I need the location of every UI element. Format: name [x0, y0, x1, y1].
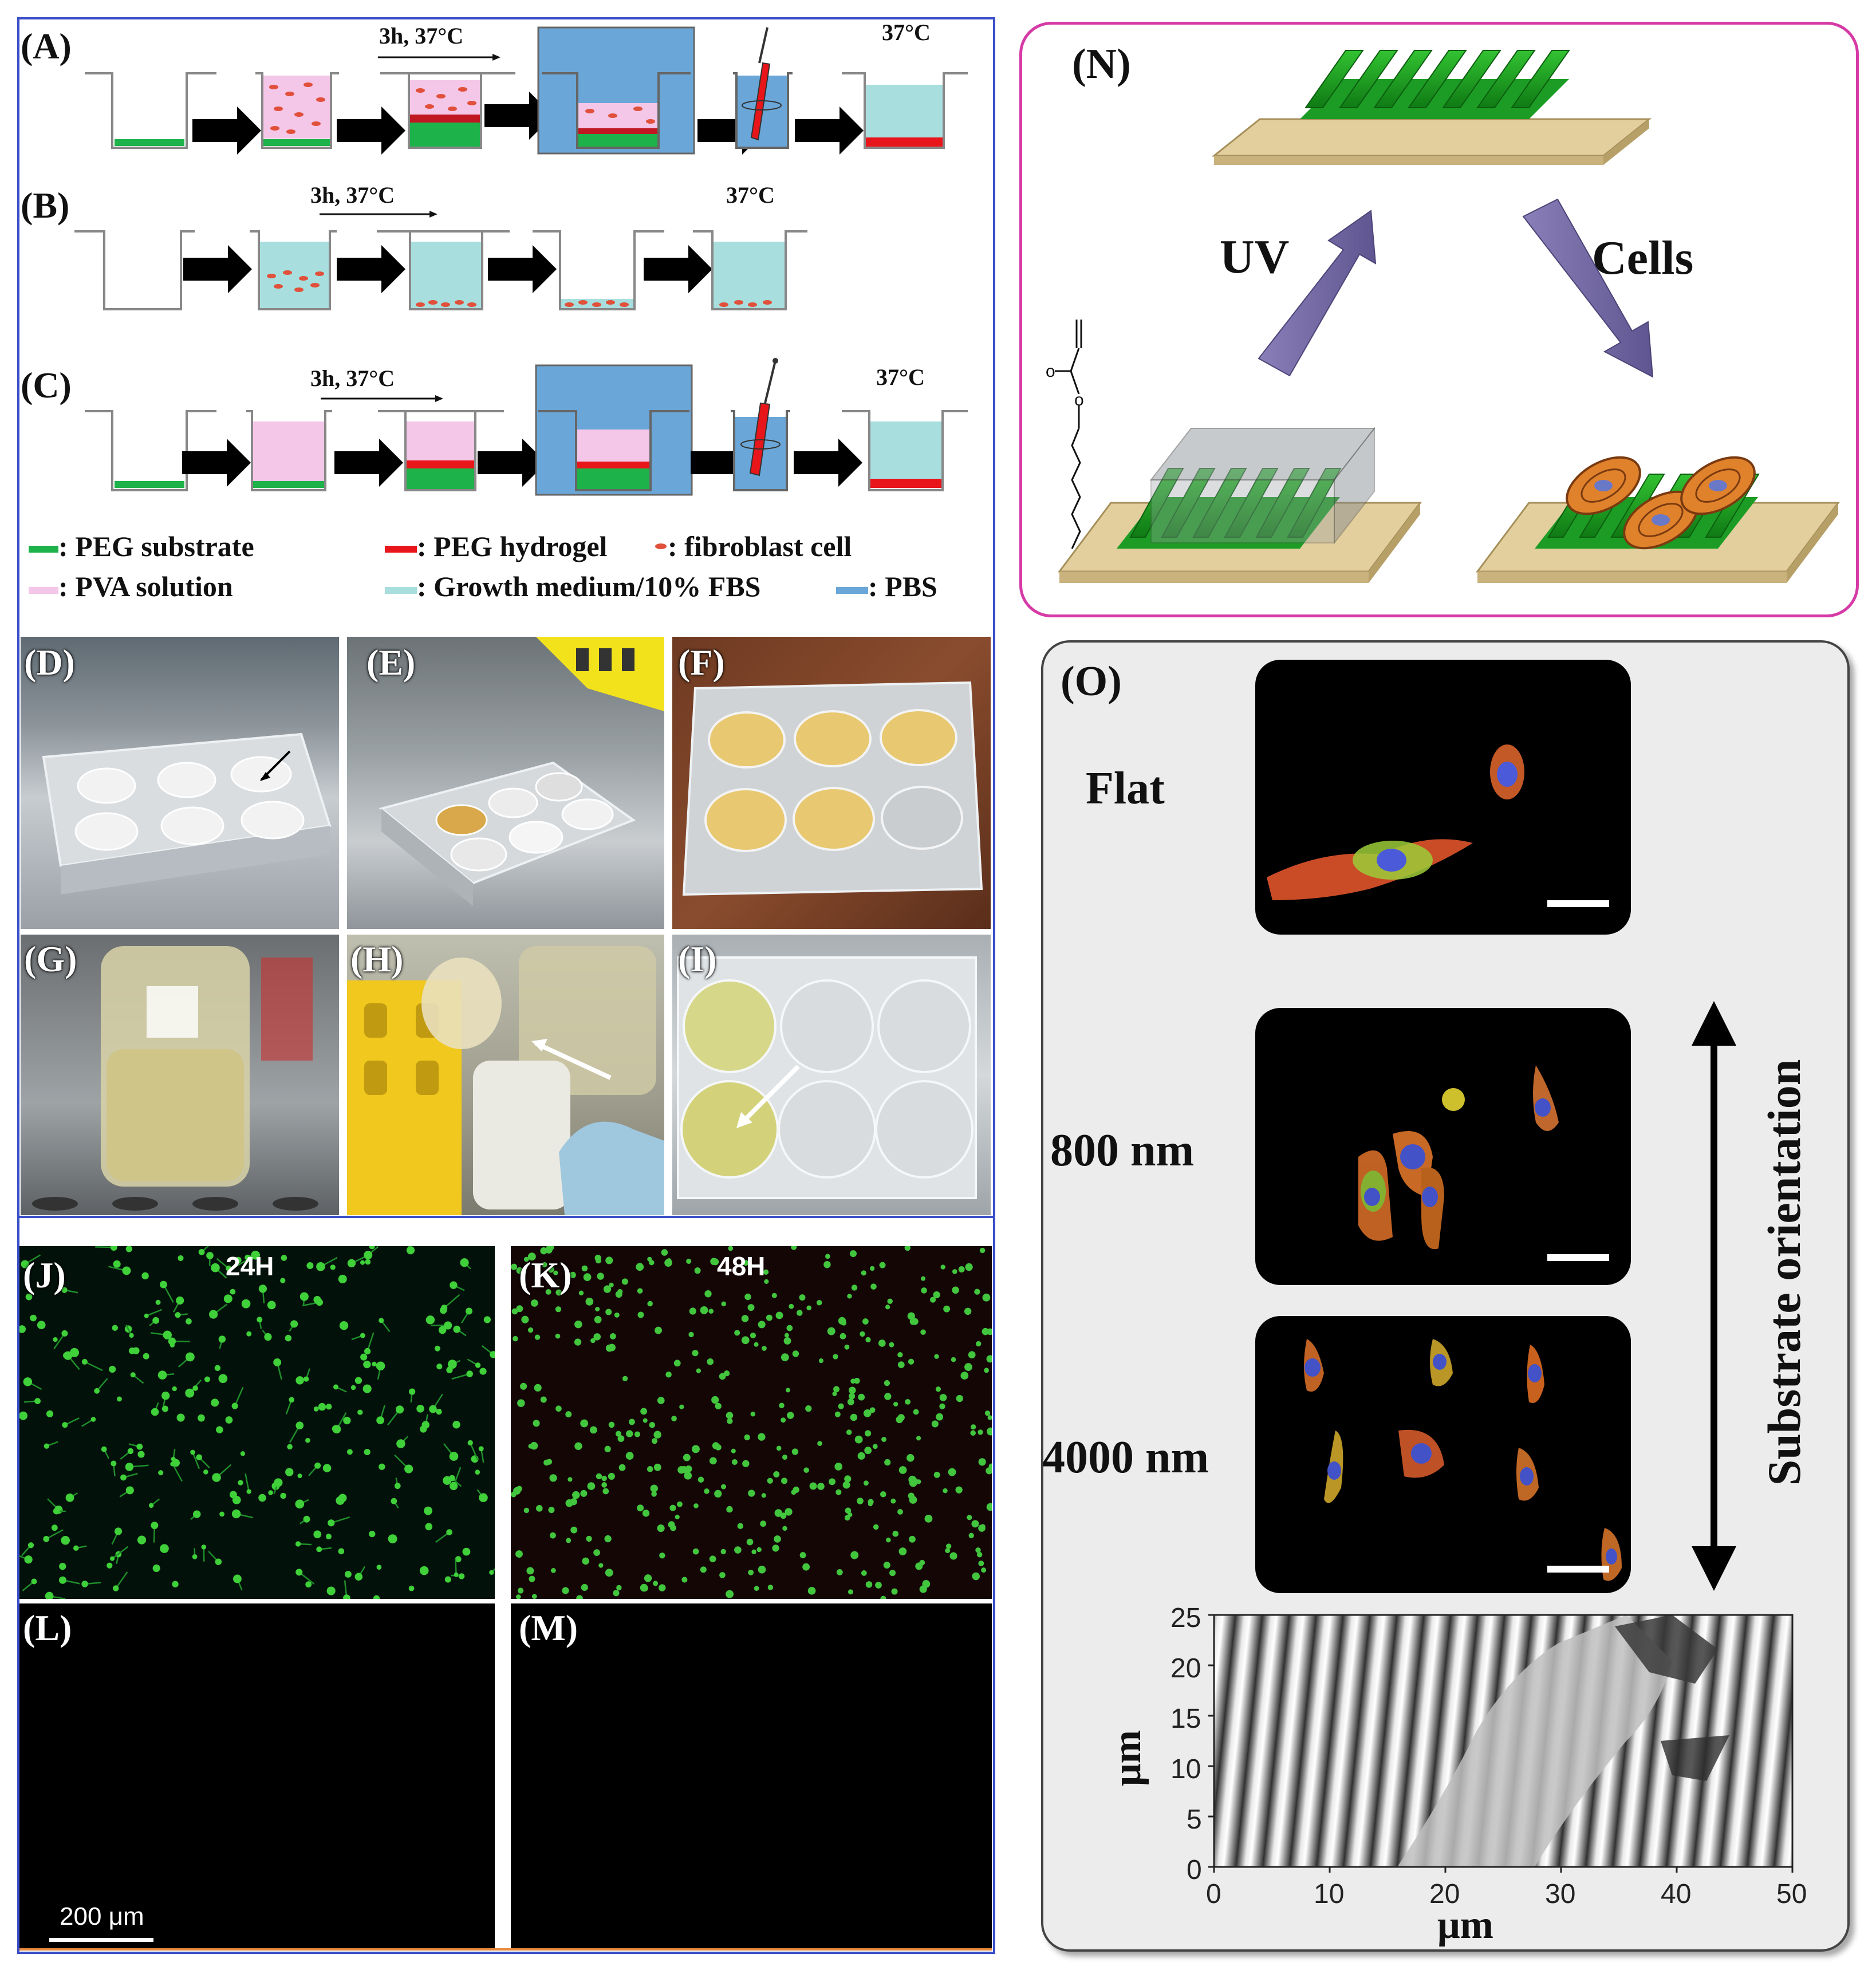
incubation-label-a: 3h, 37°C: [379, 23, 463, 49]
row-label-4000nm: 4000 nm: [1042, 1432, 1209, 1483]
afm-y-tick-20: 20: [1170, 1653, 1201, 1684]
schematic-row-a: 3h, 37°C 37°C: [85, 23, 968, 155]
fluorescence-l-red-channel: [19, 1603, 495, 1951]
cells-label: Cells: [1592, 231, 1693, 285]
afm-x-axis-label: μm: [1437, 1903, 1493, 1947]
photo-i-well-plate: [672, 935, 991, 1215]
photo-f-well-plate: [672, 637, 991, 929]
micrograph-scale-bar: [1547, 900, 1609, 907]
legend-label-growth-medium: : Growth medium/10% FBS: [417, 570, 761, 602]
micrograph-flat: [1255, 660, 1631, 935]
row-label-flat: Flat: [1086, 763, 1165, 814]
panel-n-diagram: UV Cells o o: [1046, 50, 1840, 583]
time-label-48h: 48H: [717, 1251, 766, 1281]
scale-bar-line: [49, 1938, 153, 1942]
panel-label-m: (M): [519, 1607, 578, 1648]
afm-x-tick-20: 20: [1429, 1879, 1460, 1909]
scale-bar-label: 200 μm: [60, 1902, 144, 1930]
legend-swatch-peg-hydrogel: [385, 546, 417, 553]
fluorescence-j-24h: [19, 1246, 495, 1599]
schematic-row-c: 3h, 37°C 37°C: [85, 358, 968, 496]
panel-label-k: (K): [519, 1255, 572, 1295]
panel-label-g: (G): [24, 939, 77, 979]
row-label-800nm: 800 nm: [1050, 1125, 1195, 1176]
substrate-with-cells: [1476, 456, 1840, 583]
panel-label-i: (I): [678, 939, 717, 979]
legend-label-fibroblast: : fibroblast cell: [668, 530, 852, 562]
afm-x-tick-10: 10: [1314, 1879, 1345, 1909]
panel-label-e: (E): [366, 642, 416, 683]
afm-y-tick-0: 0: [1187, 1855, 1202, 1885]
legend-swatch-growth-medium: [385, 587, 417, 594]
legend: : PEG substrate : PVA solution : PEG hyd…: [23, 530, 991, 616]
substrate-with-photomask: [1058, 427, 1422, 583]
panel-label-c: (C): [21, 365, 72, 405]
legend-swatch-pva-solution: [29, 587, 58, 594]
final-temp-label-b: 37°C: [726, 182, 775, 208]
afm-y-tick-15: 15: [1170, 1704, 1201, 1734]
orange-bottom-edge: [19, 1948, 992, 1951]
legend-label-peg-substrate: : PEG substrate: [58, 530, 254, 562]
photo-g-bottle: [21, 935, 339, 1215]
time-label-24h: 24H: [226, 1251, 274, 1281]
incubation-label-b: 3h, 37°C: [310, 182, 395, 208]
final-temp-label-a: 37°C: [882, 23, 931, 45]
left-figure-frame: [17, 17, 995, 1954]
patterned-substrate-top: [1211, 50, 1652, 165]
panel-label-b: (B): [21, 185, 70, 226]
acrylate-monomer-structure: [1055, 320, 1082, 549]
photo-h-hydrogel: [347, 935, 664, 1215]
afm-y-tick-10: 10: [1170, 1754, 1201, 1784]
panel-label-j: (J): [23, 1255, 66, 1295]
legend-label-peg-hydrogel: : PEG hydrogel: [417, 530, 608, 562]
afm-y-axis-label: μm: [1105, 1730, 1149, 1786]
afm-y-tick-5: 5: [1187, 1804, 1202, 1835]
panel-label-d: (D): [24, 642, 75, 683]
panel-label-n: (N): [1072, 41, 1131, 88]
photo-d-well-plate: [21, 637, 339, 929]
panel-label-l: (L): [23, 1607, 72, 1648]
micrograph-4000nm: [1255, 1316, 1631, 1593]
left-divider: [17, 1216, 995, 1218]
panel-label-f: (F): [678, 642, 725, 683]
orientation-double-arrow: [1692, 1001, 1736, 1591]
final-temp-label-c: 37°C: [876, 364, 925, 390]
afm-y-tick-25: 25: [1170, 1603, 1201, 1633]
micrograph-800nm: [1255, 1008, 1631, 1285]
substrate-orientation-label: Substrate orientation: [1758, 1059, 1810, 1486]
panel-label-h: (H): [350, 939, 404, 979]
legend-label-pva-solution: : PVA solution: [58, 570, 233, 602]
uv-label: UV: [1220, 230, 1289, 283]
fluorescence-k-48h: [511, 1246, 992, 1599]
panel-label-o: (O): [1061, 658, 1122, 705]
photo-e-well-plate: [347, 637, 664, 929]
schematic-row-b: 3h, 37°C 37°C: [74, 182, 807, 310]
cell-shapes: [1566, 456, 1756, 550]
incubation-label-c: 3h, 37°C: [310, 365, 395, 391]
fluorescence-m-red-channel: [511, 1603, 992, 1951]
afm-x-tick-0: 0: [1206, 1879, 1221, 1909]
afm-x-tick-40: 40: [1661, 1879, 1692, 1909]
fibroblast-cell-icon: [655, 543, 667, 549]
afm-x-tick-30: 30: [1545, 1879, 1576, 1909]
afm-height-map: [1208, 1614, 1794, 1873]
svg-text:o: o: [1046, 362, 1055, 381]
panel-label-a: (A): [21, 26, 72, 66]
legend-swatch-peg-substrate: [29, 546, 58, 553]
legend-label-pbs: : PBS: [868, 570, 937, 602]
svg-text:o: o: [1074, 391, 1084, 409]
legend-swatch-pbs: [836, 587, 868, 594]
afm-x-tick-50: 50: [1776, 1879, 1807, 1909]
